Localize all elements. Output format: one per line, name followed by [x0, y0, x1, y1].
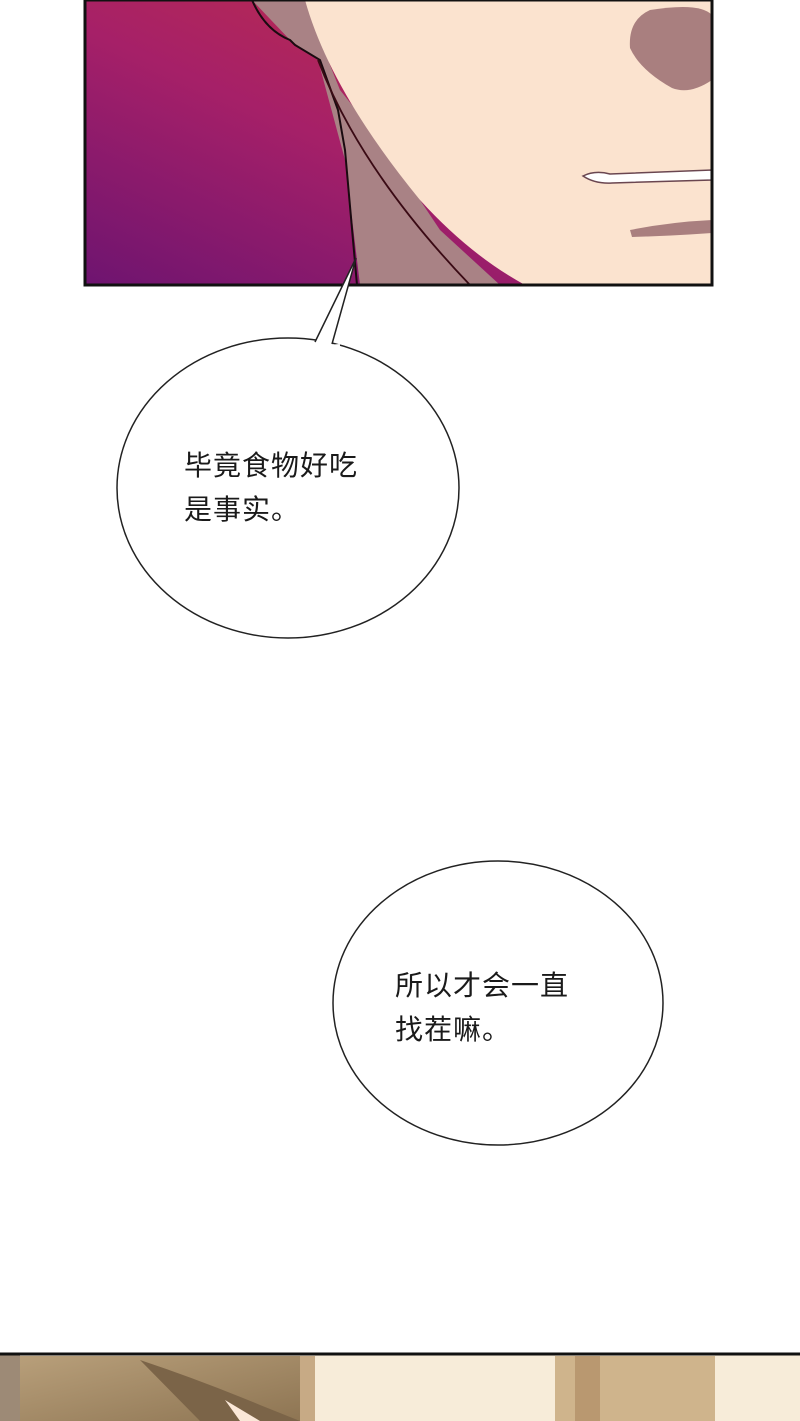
speech-bubble-2 [332, 860, 664, 1146]
nose-shadow [629, 6, 712, 91]
bottom-panel [0, 1352, 800, 1421]
bubble-1-line-1: 毕竟食物好吃 [184, 449, 359, 482]
bubble-2-line-1: 所以才会一直 [395, 969, 570, 1002]
top-panel [83, 0, 714, 287]
bubble-2-text: 所以才会一直 找茬嘛。 [395, 964, 569, 1052]
bubble-1-text: 毕竟食物好吃 是事实。 [184, 444, 358, 532]
bubble-2-line-2: 找茬嘛。 [395, 1013, 512, 1046]
bubble-1-line-2: 是事实。 [184, 493, 301, 526]
face-skin [305, 0, 712, 285]
speech-bubble-1 [116, 257, 460, 639]
mouth [581, 169, 713, 184]
